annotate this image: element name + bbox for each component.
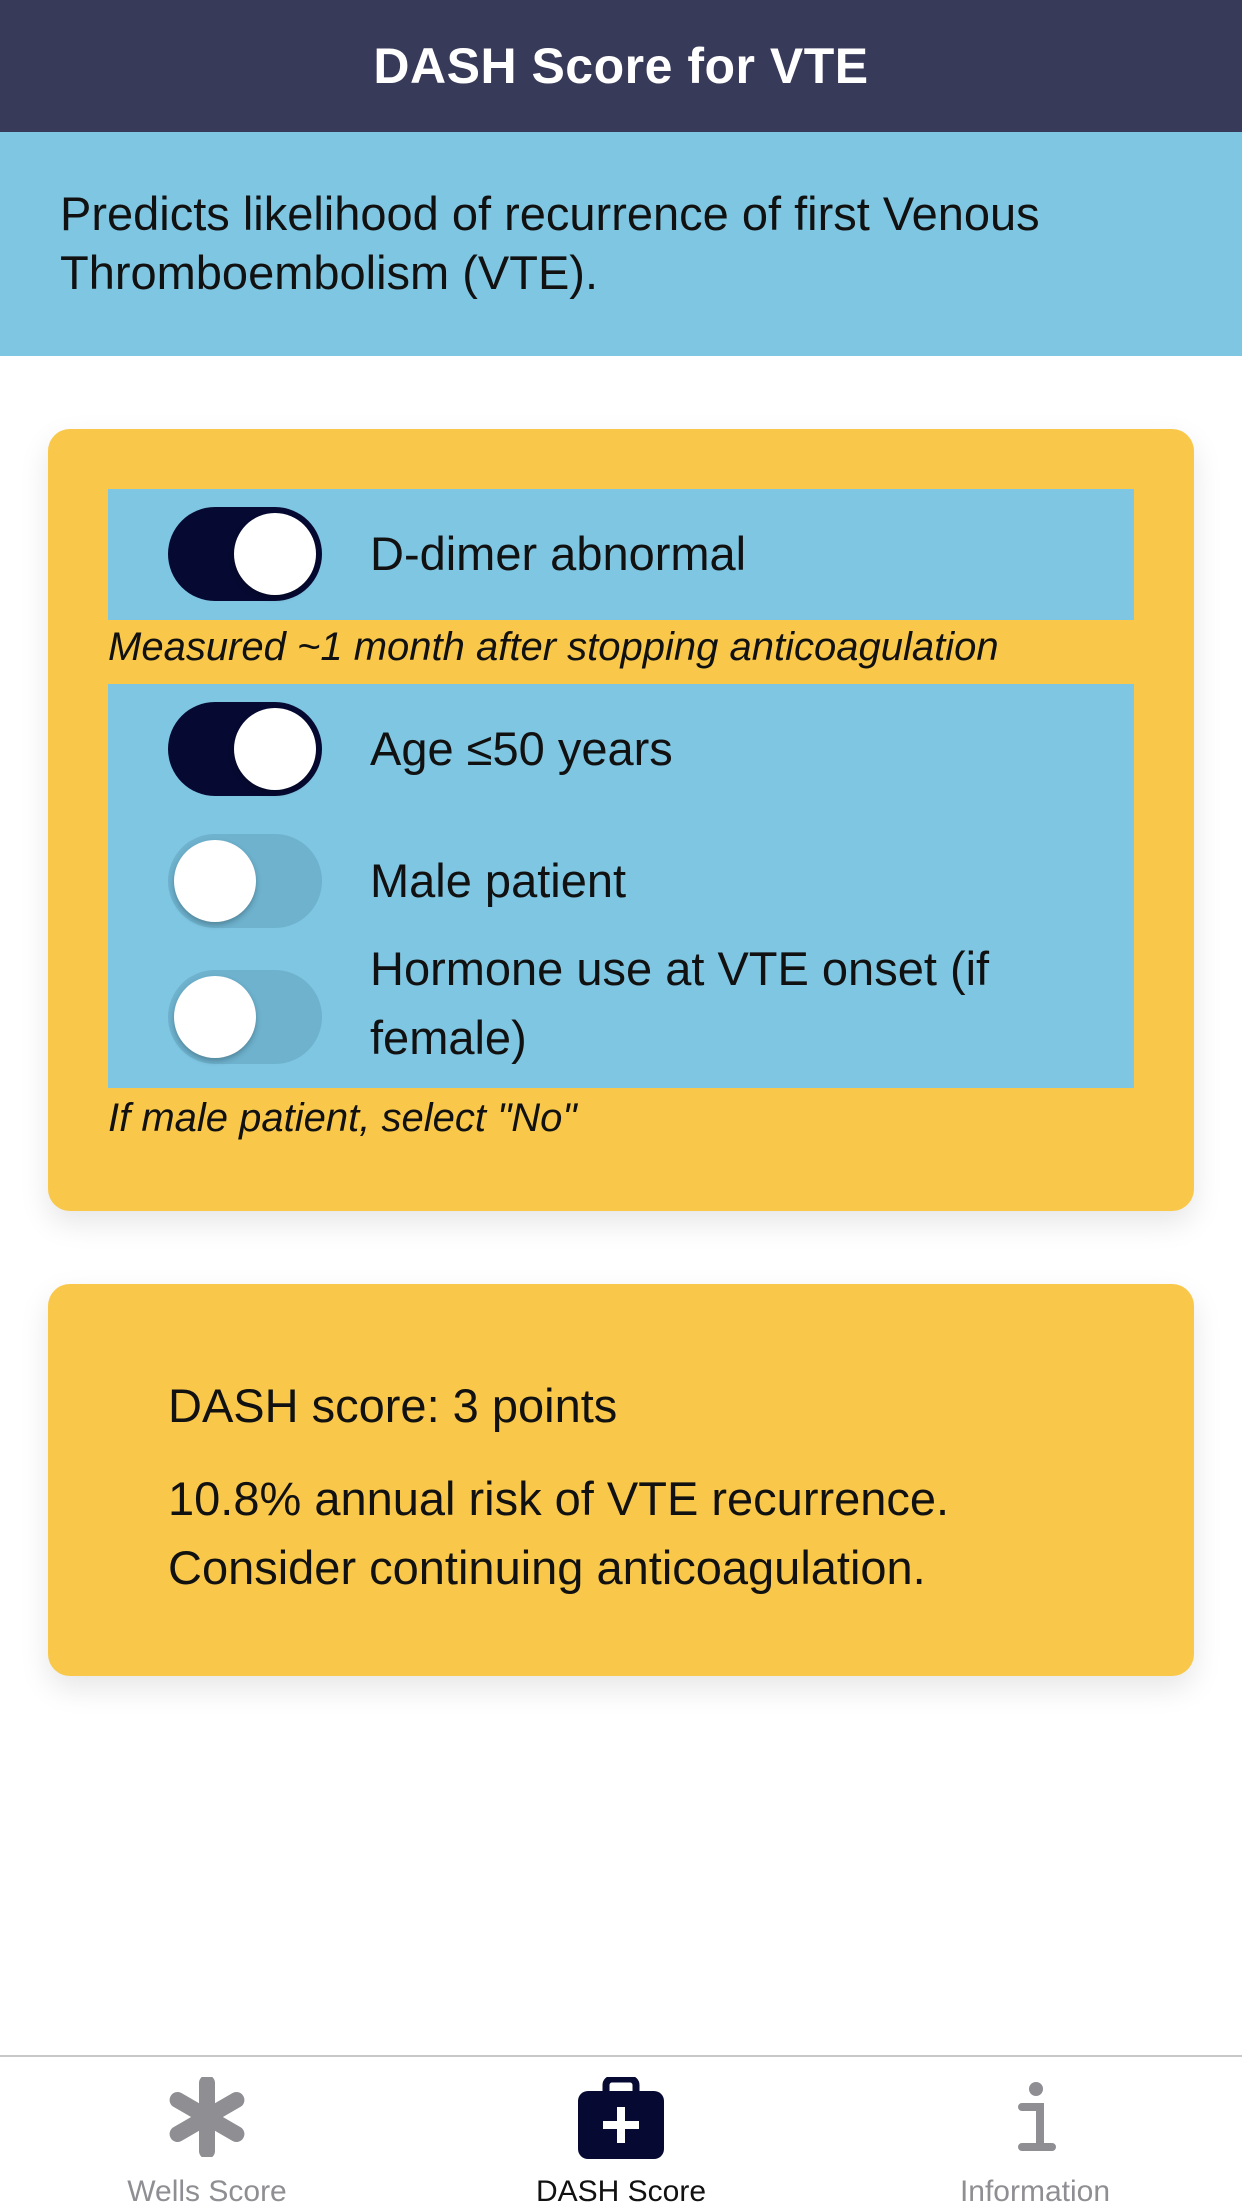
tab-information[interactable]: Information	[828, 2057, 1242, 2208]
tab-label: DASH Score	[535, 2175, 707, 2208]
toggle-knob	[234, 708, 316, 790]
calculator-description: Predicts likelihood of recurrence of fir…	[0, 132, 1242, 356]
ddimer-panel: D-dimer abnormal	[108, 489, 1134, 620]
toggle-knob	[174, 976, 256, 1058]
male-label: Male patient	[370, 854, 627, 907]
toggle-knob	[174, 840, 256, 922]
medical-kit-icon	[414, 2077, 828, 2159]
info-icon	[828, 2077, 1242, 2157]
ddimer-label: D-dimer abnormal	[370, 527, 747, 580]
result-card: DASH score: 3 points 10.8% annual risk o…	[48, 1284, 1194, 1676]
toggle-knob	[234, 513, 316, 595]
page-title: DASH Score for VTE	[373, 38, 869, 94]
score-text: DASH score: 3 points	[168, 1379, 618, 1432]
hormone-note: If male patient, select "No"	[108, 1096, 577, 1140]
tab-wells-score[interactable]: Wells Score	[0, 2057, 414, 2208]
tab-dash-score[interactable]: DASH Score	[414, 2057, 828, 2208]
hormone-label: Hormone use at VTE onset (if female)	[370, 942, 990, 1064]
ddimer-toggle[interactable]	[168, 507, 322, 601]
hormone-toggle[interactable]	[168, 970, 322, 1064]
male-toggle[interactable]	[168, 834, 322, 928]
demographics-panel: Age ≤50 years Male patient Hormone use a…	[108, 684, 1134, 1088]
age-label: Age ≤50 years	[370, 722, 673, 775]
inputs-card: D-dimer abnormal Measured ~1 month after…	[48, 429, 1194, 1211]
tab-bar: Wells Score DASH Score Information	[0, 2055, 1242, 2208]
navigation-bar: DASH Score for VTE	[0, 0, 1242, 132]
tab-label: Wells Score	[127, 2175, 287, 2208]
age-toggle[interactable]	[168, 702, 322, 796]
interpretation-text: 10.8% annual risk of VTE recurrence. Con…	[168, 1472, 950, 1594]
tab-label: Information	[959, 2175, 1111, 2208]
ddimer-note: Measured ~1 month after stopping anticoa…	[108, 625, 999, 669]
asterisk-icon	[0, 2077, 414, 2157]
